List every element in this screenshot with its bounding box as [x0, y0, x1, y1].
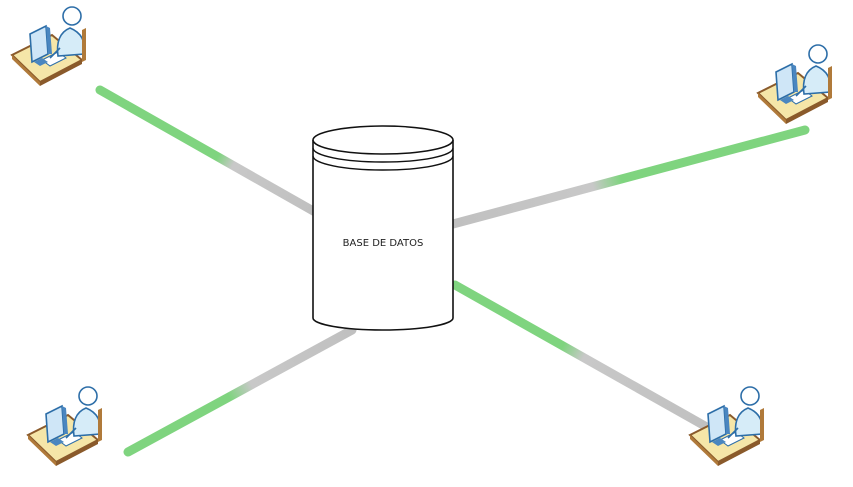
workstation-bottom-left-icon: [28, 387, 102, 466]
database-cylinder: BASE DE DATOS: [313, 126, 453, 330]
workstation-top-left-icon: [12, 7, 86, 86]
workstation-top-right-icon: [758, 45, 832, 124]
database-label: BASE DE DATOS: [343, 238, 424, 249]
link-bottom-left: [128, 330, 352, 452]
link-top-right: [453, 130, 805, 224]
link-top-left: [100, 90, 315, 212]
link-bottom-right: [455, 285, 712, 430]
